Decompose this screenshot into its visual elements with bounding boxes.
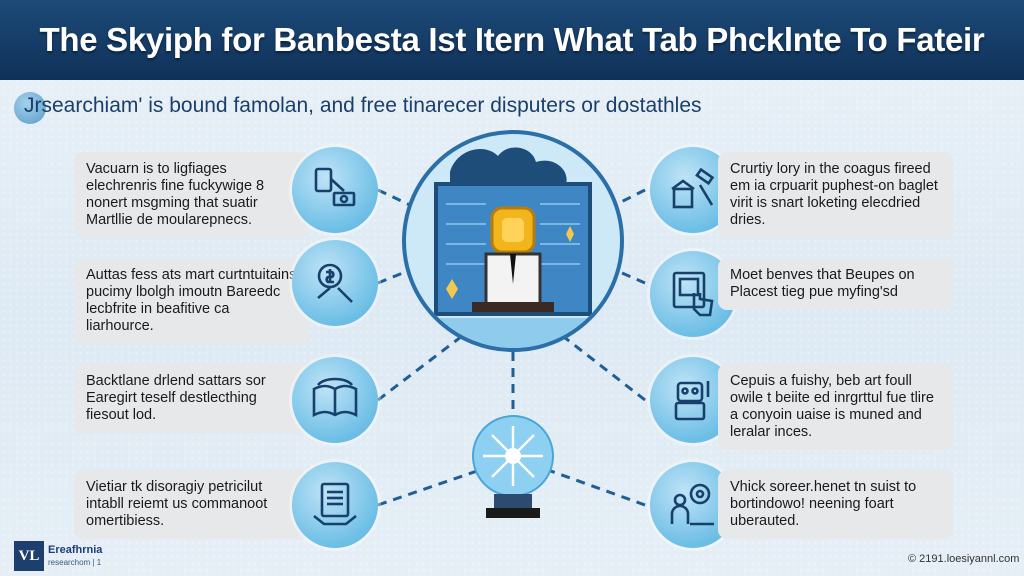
connector-left-2 bbox=[377, 268, 411, 285]
info-box-right-3: Cepuis a fuishy, beb art foull owile t b… bbox=[718, 364, 953, 450]
subtitle-badge-icon bbox=[14, 92, 46, 124]
info-box-left-3: Backtlane drlend sattars sor Earegirt te… bbox=[74, 364, 309, 433]
info-box-left-1: Vacuarn is to ligfiages elechrenris fine… bbox=[74, 152, 309, 238]
info-box-left-2: Auttas fess ats mart curtntuitains pucim… bbox=[74, 258, 309, 344]
subtitle-row: Jrsearchiam' is bound famolan, and free … bbox=[0, 82, 1024, 130]
connector-right-4 bbox=[547, 468, 646, 507]
lightbulb-illustration bbox=[466, 412, 560, 524]
connector-right-1 bbox=[614, 188, 646, 207]
connector-left-4 bbox=[377, 468, 481, 507]
page-title: The Skyiph for Banbesta Ist Itern What T… bbox=[39, 21, 985, 58]
desk bbox=[472, 302, 554, 312]
info-text: Vhick soreer.henet tn suist to bortindow… bbox=[730, 479, 917, 529]
footer-logo[interactable]: VL Ereafhrnia researchom | 1 bbox=[14, 541, 114, 571]
info-text: Cepuis a fuishy, beb art foull owile t b… bbox=[730, 373, 934, 440]
page-subtitle: Jrsearchiam' is bound famolan, and free … bbox=[24, 94, 702, 117]
connector-right-2 bbox=[614, 268, 646, 285]
info-box-right-1: Crurtiy lory in the coagus fireed em ia … bbox=[718, 152, 953, 238]
info-text: Auttas fess ats mart curtntuitains pucim… bbox=[86, 267, 297, 334]
copyright-text: © 2191.loesiyannl.com bbox=[908, 553, 1020, 565]
central-hub-illustration bbox=[402, 130, 624, 352]
info-text: Moet benves that Beupes on Placest tieg … bbox=[730, 267, 915, 300]
tablet-money-icon bbox=[292, 147, 378, 233]
title-banner: The Skyiph for Banbesta Ist Itern What T… bbox=[0, 0, 1024, 80]
server-person-illustration bbox=[426, 147, 600, 348]
info-text: Backtlane drlend sattars sor Earegirt te… bbox=[86, 373, 266, 423]
open-book-icon bbox=[292, 357, 378, 443]
info-box-left-4: Vietiar tk disoragiy petricilut intabll … bbox=[74, 470, 309, 539]
info-box-right-4: Vhick soreer.henet tn suist to bortindow… bbox=[718, 470, 953, 539]
logo-name: Ereafhrnia bbox=[48, 544, 103, 556]
hand-dollar-icon bbox=[292, 240, 378, 326]
cloud-shape bbox=[450, 147, 567, 184]
info-text: Vacuarn is to ligfiages elechrenris fine… bbox=[86, 161, 265, 228]
info-box-right-2: Moet benves that Beupes on Placest tieg … bbox=[718, 258, 953, 310]
connector-left-1 bbox=[377, 188, 411, 207]
bulb-base bbox=[494, 494, 532, 508]
connector-left-3 bbox=[377, 328, 471, 402]
logo-mark: VL bbox=[14, 541, 44, 571]
document-hands-icon bbox=[292, 462, 378, 548]
logo-subtitle: researchom | 1 bbox=[48, 558, 102, 567]
info-text: Vietiar tk disoragiy petricilut intabll … bbox=[86, 479, 268, 529]
connector-right-3 bbox=[554, 328, 646, 402]
info-text: Crurtiy lory in the coagus fireed em ia … bbox=[730, 161, 938, 228]
